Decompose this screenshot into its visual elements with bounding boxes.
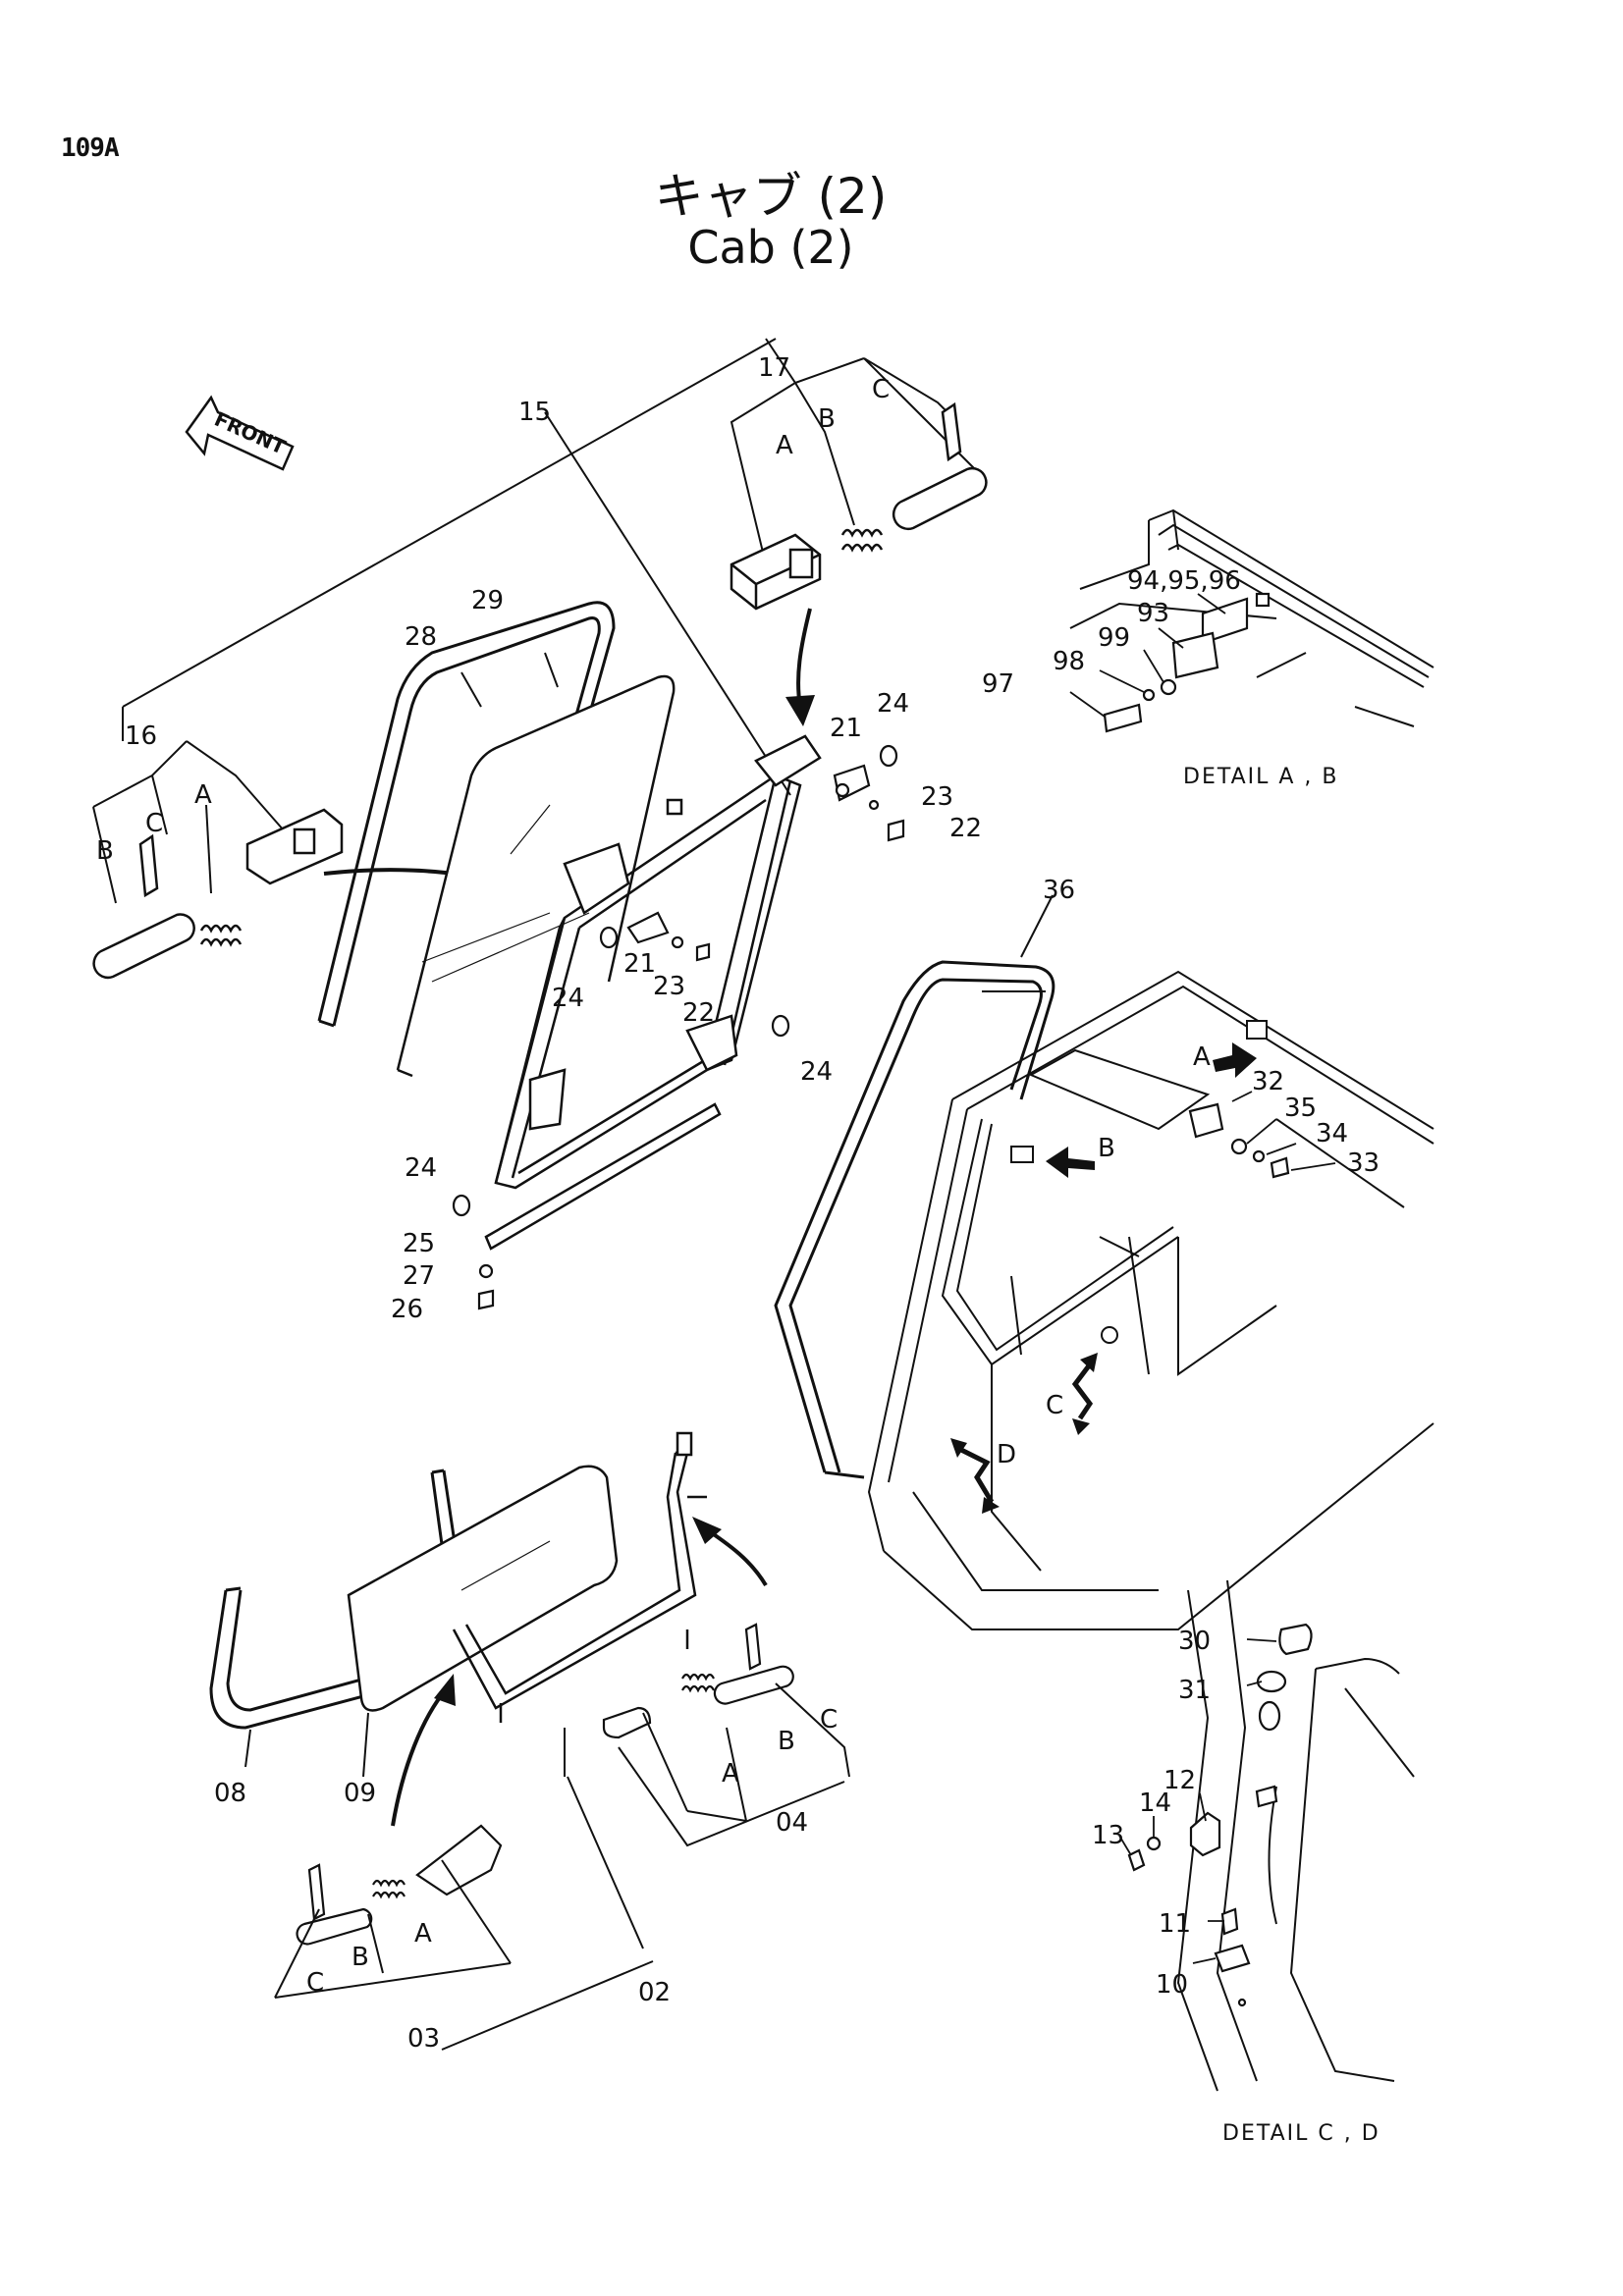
callout-10: 10 bbox=[1156, 1970, 1188, 2000]
callout-11: 11 bbox=[1159, 1909, 1191, 1939]
callout-09: 09 bbox=[344, 1779, 376, 1808]
callout-16c: C bbox=[145, 809, 163, 838]
callout-03c: C bbox=[306, 1968, 324, 1998]
detail-ab-leaders bbox=[1069, 593, 1226, 718]
window-frame-15 bbox=[494, 734, 822, 1190]
stay-bar-25 bbox=[484, 1102, 722, 1251]
detail-cd-inset bbox=[1176, 1579, 1415, 2092]
callout-22-mid: 22 bbox=[682, 998, 715, 1028]
detail-cd-parts bbox=[1127, 1623, 1313, 2007]
latch-assembly-17 bbox=[730, 401, 988, 611]
callout-98: 98 bbox=[1053, 647, 1085, 676]
detail-ab-inset bbox=[1069, 508, 1434, 727]
callout-17c: C bbox=[872, 375, 890, 404]
callout-23-top: 23 bbox=[921, 782, 953, 812]
callout-17: 17 bbox=[758, 353, 790, 383]
callout-04b: B bbox=[778, 1727, 795, 1756]
detail-arrow-d-icon bbox=[950, 1438, 1000, 1514]
callout-02: 02 bbox=[638, 1978, 671, 2007]
arrow-label-a: A bbox=[1193, 1042, 1211, 1072]
arrow-label-c: C bbox=[1046, 1391, 1063, 1420]
callout-26: 26 bbox=[391, 1295, 423, 1324]
lower-glass-09 bbox=[347, 1465, 619, 1712]
callout-03: 03 bbox=[407, 2024, 440, 2054]
callout-93: 93 bbox=[1137, 599, 1169, 628]
callout-17b: B bbox=[818, 404, 836, 434]
callout-33: 33 bbox=[1347, 1148, 1380, 1178]
page-id: 109A bbox=[61, 133, 120, 163]
arrow-label-b: B bbox=[1098, 1134, 1115, 1163]
lower-leaders bbox=[244, 1682, 850, 2051]
callout-16: 16 bbox=[125, 721, 157, 751]
callout-04: 04 bbox=[776, 1808, 808, 1838]
assembly-arrow-icon bbox=[391, 1674, 456, 1827]
callout-28: 28 bbox=[405, 622, 437, 652]
callout-16b: B bbox=[96, 836, 114, 866]
detail-cd-leaders bbox=[1118, 1638, 1277, 1964]
callout-04c: C bbox=[820, 1705, 838, 1735]
callout-32: 32 bbox=[1252, 1067, 1284, 1096]
callout-21-top: 21 bbox=[830, 714, 862, 743]
door-seal-36 bbox=[774, 960, 1055, 1479]
window-seal-28 bbox=[317, 601, 616, 1028]
callout-24-low: 24 bbox=[405, 1153, 437, 1183]
callout-24-right: 24 bbox=[800, 1057, 833, 1087]
callout-35: 35 bbox=[1284, 1094, 1317, 1123]
callout-21-mid: 21 bbox=[623, 949, 656, 979]
callout-17a: A bbox=[776, 431, 793, 460]
leader-lines bbox=[92, 338, 1054, 992]
callout-08: 08 bbox=[214, 1779, 246, 1808]
lower-frame-02 bbox=[452, 1431, 707, 1723]
callout-16a: A bbox=[194, 780, 212, 810]
hinge-parts bbox=[452, 744, 905, 1310]
parts-leaders-right bbox=[1231, 1091, 1336, 1171]
latch-assembly-04 bbox=[602, 1623, 794, 1739]
callout-34: 34 bbox=[1316, 1119, 1348, 1148]
latch-assembly-03 bbox=[296, 1824, 503, 1946]
detail-cd-caption: DETAIL C , D bbox=[1222, 2121, 1380, 2146]
callout-15: 15 bbox=[518, 398, 551, 427]
callout-94-95-96: 94,95,96 bbox=[1127, 566, 1241, 596]
callout-30: 30 bbox=[1178, 1627, 1211, 1656]
arrow-label-d: D bbox=[997, 1440, 1016, 1469]
callout-12: 12 bbox=[1163, 1766, 1196, 1795]
bracket-parts-32-35 bbox=[1188, 1102, 1290, 1179]
callout-29: 29 bbox=[471, 586, 504, 615]
callout-99: 99 bbox=[1098, 623, 1130, 653]
callout-27: 27 bbox=[403, 1261, 435, 1291]
callout-31: 31 bbox=[1178, 1676, 1211, 1705]
callout-36: 36 bbox=[1043, 876, 1075, 905]
callout-04a: A bbox=[722, 1759, 739, 1789]
window-glass-29 bbox=[396, 674, 676, 1078]
detail-arrow-b-icon bbox=[1010, 1146, 1095, 1178]
detail-arrow-a-icon bbox=[1213, 1020, 1268, 1078]
title-english: Cab (2) bbox=[687, 221, 854, 274]
callout-14: 14 bbox=[1139, 1789, 1171, 1818]
callout-23-mid: 23 bbox=[653, 972, 685, 1001]
callout-24-top: 24 bbox=[877, 689, 909, 719]
lower-seal-08 bbox=[209, 1468, 461, 1730]
callout-03b: B bbox=[352, 1943, 369, 1972]
callout-25: 25 bbox=[403, 1229, 435, 1258]
assembly-arrow-icon bbox=[785, 608, 815, 726]
detail-arrow-c-icon bbox=[1071, 1326, 1118, 1435]
front-arrow-icon: FRONT bbox=[185, 395, 295, 471]
detail-ab-caption: DETAIL A , B bbox=[1183, 765, 1338, 789]
callout-13: 13 bbox=[1092, 1821, 1124, 1850]
detail-ab-parts bbox=[1103, 592, 1271, 733]
callout-22-top: 22 bbox=[949, 814, 982, 843]
callout-24-mid: 24 bbox=[552, 984, 584, 1013]
callout-97: 97 bbox=[982, 669, 1014, 699]
title-japanese: キャブ (2) bbox=[654, 168, 888, 225]
callout-03a: A bbox=[414, 1919, 432, 1949]
assembly-arrow-icon bbox=[692, 1517, 768, 1587]
latch-assembly-16 bbox=[92, 808, 344, 980]
callout-labels: 17 C B A 15 29 28 16 C A B 24 21 23 22 2… bbox=[96, 353, 1380, 2054]
cab-body bbox=[867, 970, 1434, 1630]
